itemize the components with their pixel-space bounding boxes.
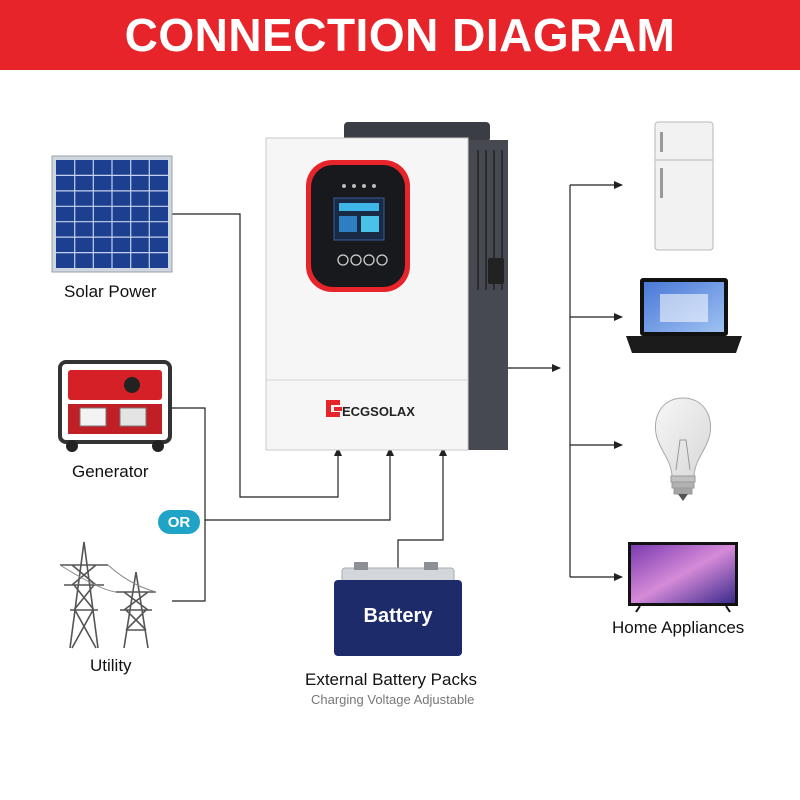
home-appliances-label: Home Appliances: [612, 618, 745, 637]
or-badge-text: OR: [168, 514, 191, 531]
battery-label: Battery: [364, 605, 434, 627]
battery-subcaption: Charging Voltage Adjustable: [311, 692, 475, 707]
power-tower-icon: [59, 541, 157, 649]
utility-label: Utility: [90, 656, 132, 675]
solar-power-label: Solar Power: [64, 282, 157, 301]
hybrid-inverter-icon: ECGSOLAX: [265, 122, 508, 451]
laptop-icon: [626, 278, 742, 353]
solar-panel-icon: [51, 155, 173, 273]
header-banner: CONNECTION DIAGRAM: [0, 0, 800, 70]
ac-input-line: [205, 447, 394, 521]
light-bulb-icon: [655, 397, 711, 501]
generator-line: [172, 407, 206, 602]
battery-icon: Battery: [334, 562, 462, 656]
inverter-brand: ECGSOLAX: [342, 404, 415, 419]
ecgsolax-logo-icon: [326, 400, 342, 417]
solar-line: [172, 213, 342, 498]
generator-label: Generator: [72, 462, 149, 481]
fridge-icon: [654, 121, 714, 251]
generator-icon: [58, 360, 172, 452]
tv-icon: [628, 542, 738, 613]
battery-caption: External Battery Packs: [305, 670, 477, 689]
or-badge: OR: [158, 510, 200, 534]
battery-line: [397, 447, 447, 568]
page-title: CONNECTION DIAGRAM: [124, 9, 676, 61]
connection-lines: [172, 181, 623, 602]
